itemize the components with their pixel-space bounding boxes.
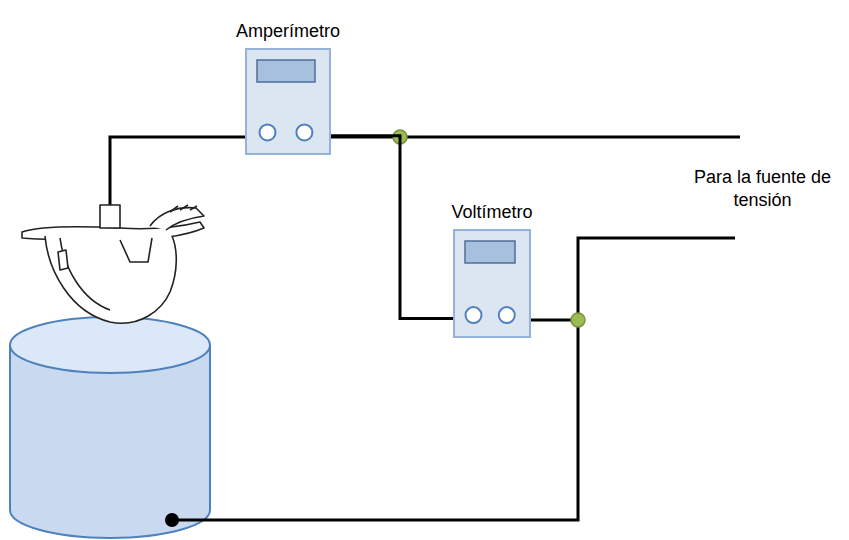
meter-label: Voltímetro	[451, 202, 532, 223]
junction-dot	[571, 313, 585, 327]
meter-face	[247, 50, 329, 153]
helmet	[22, 205, 204, 323]
meter-label: Amperímetro	[236, 21, 340, 42]
tank	[10, 317, 210, 538]
ammeter-box: Amperímetro	[245, 48, 331, 155]
voltmeter-box: Voltímetro	[453, 229, 531, 338]
meter-face	[455, 231, 529, 336]
supply-note: Para la fuente de tensión	[690, 166, 835, 211]
terminal-dot	[165, 513, 179, 527]
wire-connector	[331, 136, 453, 319]
wires	[110, 137, 740, 520]
